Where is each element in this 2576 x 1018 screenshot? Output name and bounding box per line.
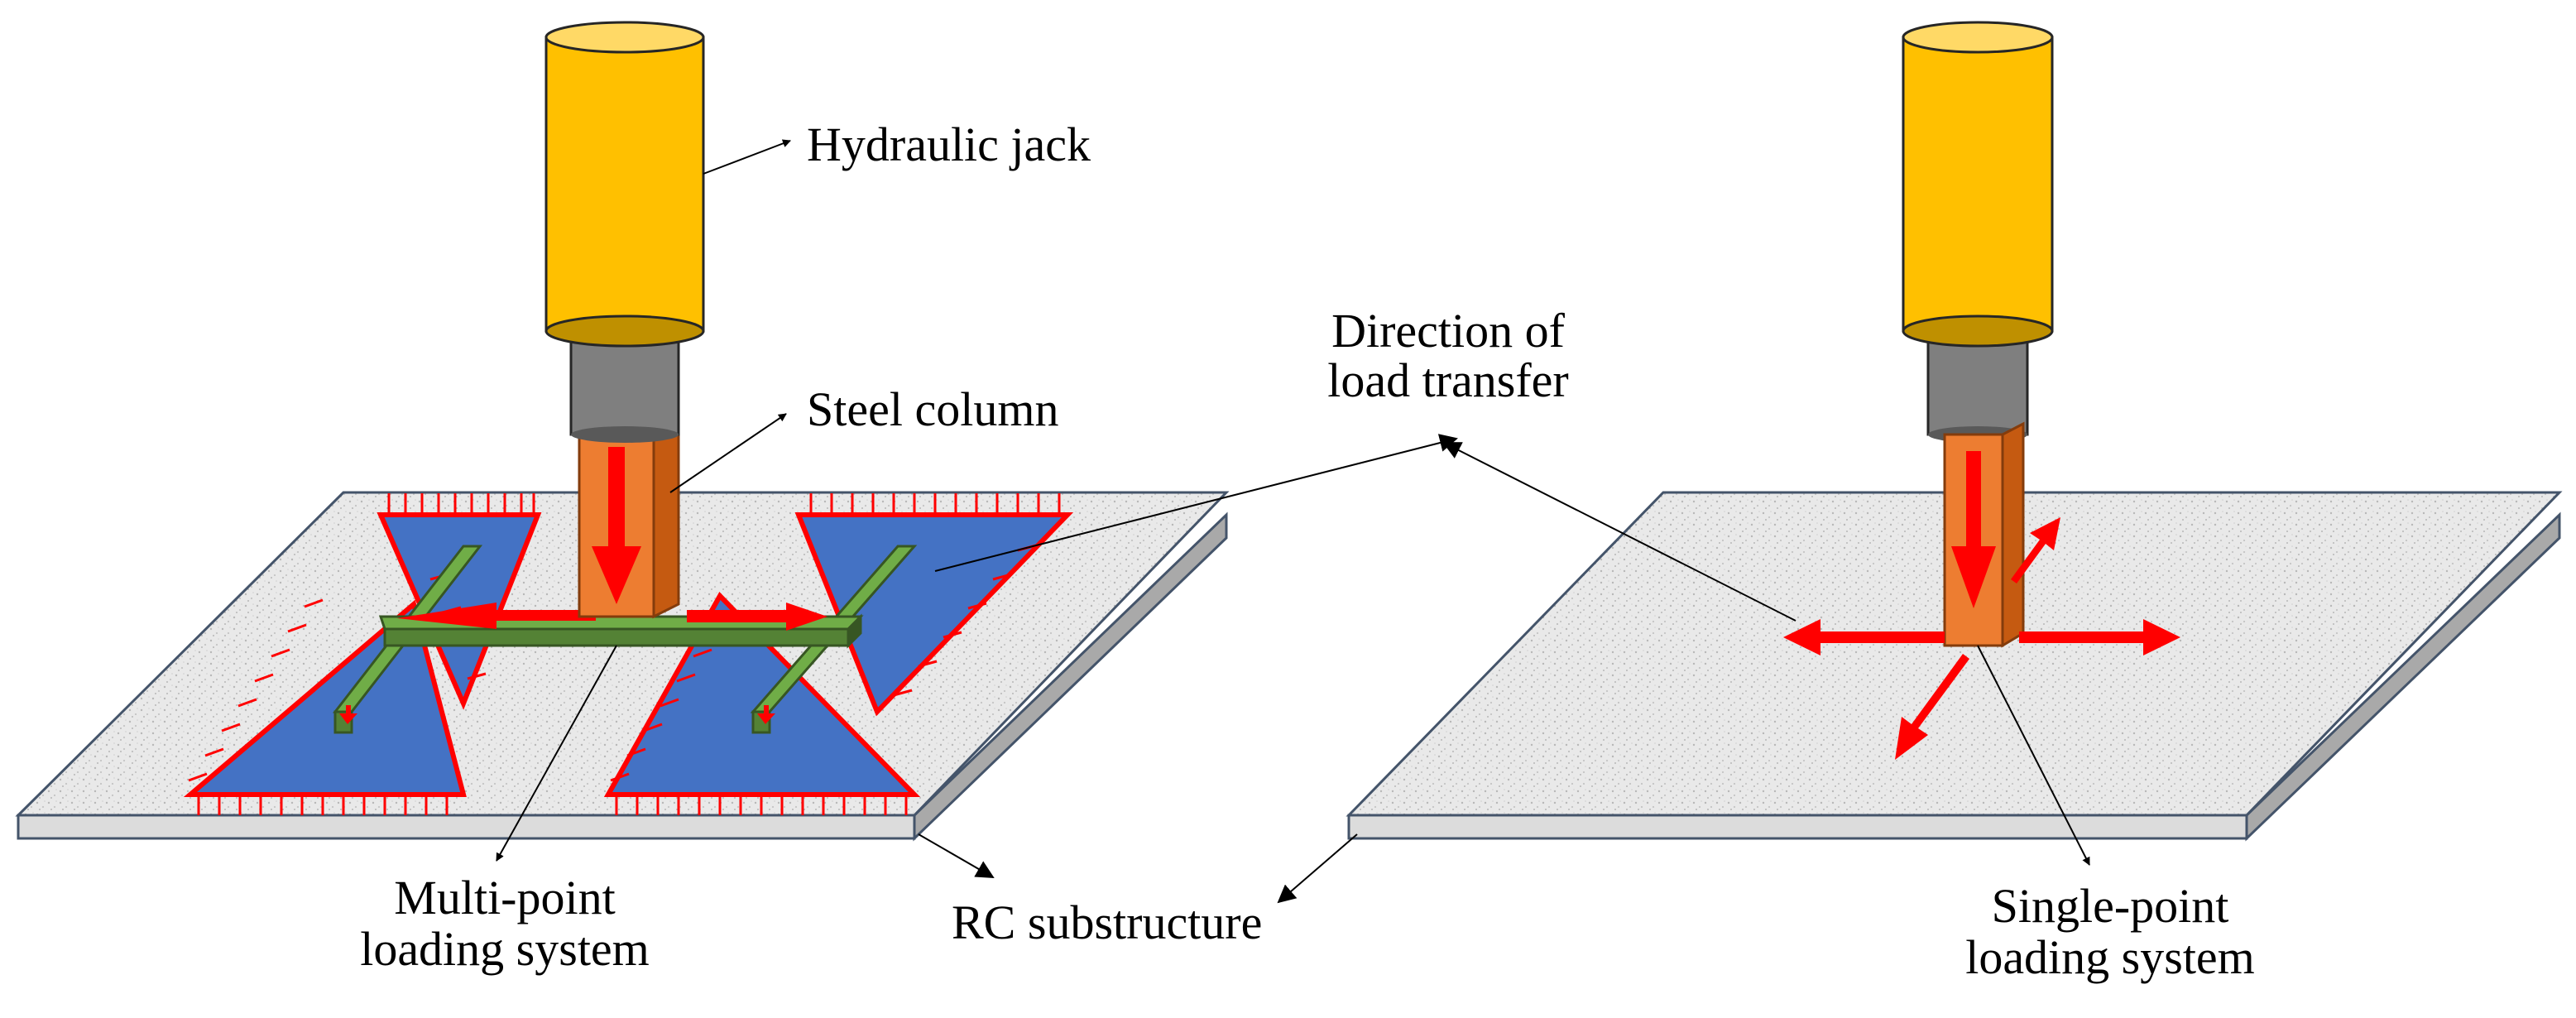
right-steel-column [1943,421,2025,648]
label-multi-line1: Multi-point [394,871,616,924]
right-hydraulic-jack [1902,21,2054,443]
label-direction-line1: Direction of [1331,304,1565,358]
label-single-line2: loading system [1965,930,2255,984]
label-multi-line2: loading system [360,922,650,976]
label-steel-column: Steel column [807,382,1059,436]
beam-load-arrows [339,603,827,724]
radial-load-arrows [1783,517,2180,760]
left-hydraulic-jack [544,21,705,443]
left-steel-column [578,415,680,619]
label-rc-substructure: RC substructure [952,896,1263,949]
label-single-line1: Single-point [1991,879,2229,933]
right-rc-slab [1346,491,2563,842]
label-direction-line2: load transfer [1327,353,1569,407]
leader-lines [496,139,2090,904]
left-load-areas [183,512,1074,797]
label-hydraulic-jack: Hydraulic jack [807,118,1091,171]
